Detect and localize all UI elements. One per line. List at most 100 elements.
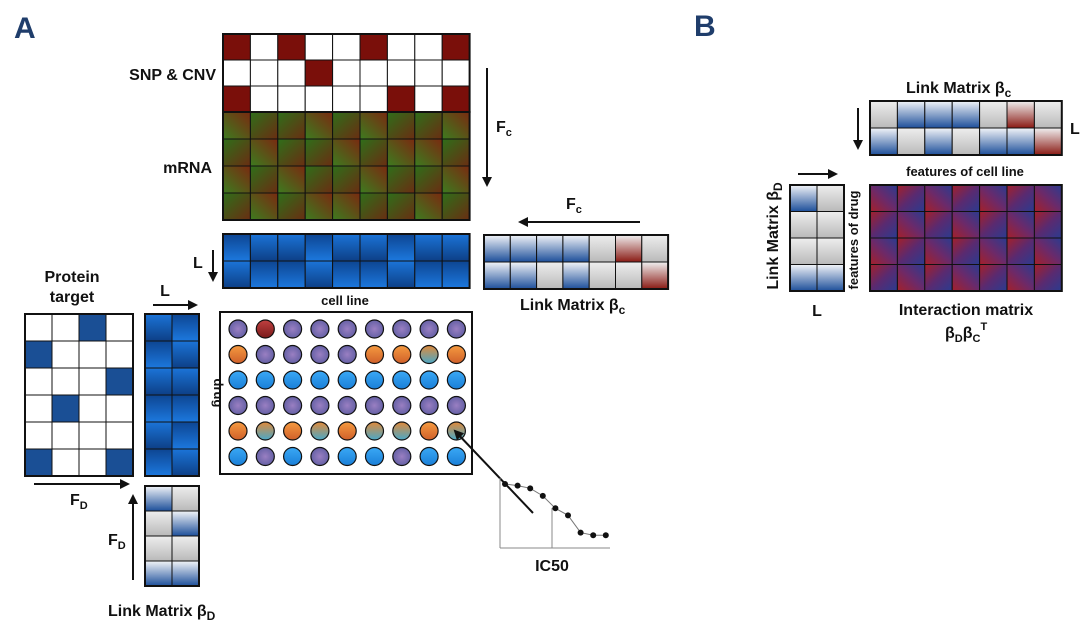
drug-response-dot [255,395,275,416]
drug-latent-cell [144,448,173,477]
cell-line-latent-cell [249,260,279,289]
drug-response-dot [337,421,357,441]
cell-line-latent-cell [304,233,334,262]
mrna-cell [249,165,279,194]
ic50-point [552,505,559,512]
link-c-a-cell [509,234,538,263]
link-c-b-cell [951,100,981,129]
link-matrix-c-a [483,234,670,290]
ic50-point [502,481,508,487]
protein-cell [78,340,107,369]
drug-response-dot [337,344,357,365]
interaction-cell [979,184,1008,212]
link-d-b-cell-border [789,184,845,292]
l-label-b1: L [1070,121,1080,138]
link-c-a-cell [483,234,511,263]
drug-latent-cell [171,340,200,369]
mrna-cell [277,165,306,194]
interaction-cell [951,184,981,212]
mrna-cell [222,111,251,140]
ic50-point [565,512,571,519]
link-c-a-cell [615,234,643,263]
interaction-cell [924,237,953,265]
snp-cell [222,85,251,113]
interaction-cell [896,211,926,239]
drug-response-dot [337,319,357,339]
interaction-cell [1033,237,1063,265]
mrna-cell [359,138,388,167]
link-c-a-cell-border [483,234,670,290]
protein-cell [51,394,80,423]
snp-cell [386,85,416,113]
link-matrix-c-a-label: Link Matrix βc [520,297,626,317]
drug-response-dot [446,370,466,390]
mrna-cell [222,192,251,221]
drug-response-dot [392,344,412,365]
protein-cell [24,367,53,396]
mrna-matrix [222,111,471,221]
protein-cell [24,313,53,342]
protein-cell [105,340,134,369]
link-d-b-cell [816,211,845,239]
interaction-cell [1033,184,1063,212]
mrna-cell [222,138,251,167]
link-c-b-cell [896,100,926,129]
drug-response-dot [283,344,303,365]
snp-cell [304,33,334,61]
drug-response-dot [310,370,330,390]
link-c-b-cell [1006,127,1035,156]
ic50-point [514,482,521,489]
ic50-pointer-arrow [453,429,534,514]
drug-response-dot [228,344,248,365]
interaction-cell [1006,264,1035,292]
link-matrix-d-b [789,184,845,292]
snp-cell [441,59,471,87]
drug-latent-cell-border [144,313,200,477]
drug-response-dot [228,319,248,339]
mrna-cell [386,192,416,221]
drug-response-dot [392,370,412,390]
link-d-a-cell [171,485,200,512]
link-c-a-cell [483,261,511,290]
interaction-cell [1033,264,1063,292]
link-c-b-cell [951,127,981,156]
protein-cell [24,394,53,423]
protein-cell [24,448,53,477]
mrna-cell [359,111,388,140]
snp-cell [359,59,388,87]
link-c-a-cell [588,261,617,290]
protein-cell [51,367,80,396]
snp-cell [304,59,334,87]
mrna-cell [277,138,306,167]
protein-cell [105,448,134,477]
drug-response-dot [364,370,385,390]
drug-response-dot [283,319,303,339]
link-d-b-cell [789,211,818,239]
mrna-cell [386,111,416,140]
cell-line-latent-cell [441,233,471,262]
protein-cell [105,313,134,342]
drug-latent-cell [144,313,173,342]
drug-response-dot [446,319,466,339]
snp-cell [249,85,279,113]
l-label-b2: L [812,303,822,320]
drug-response-dot [255,446,275,467]
link-c-a-cell [536,234,564,263]
link-c-b-cell [924,100,953,129]
protein-cell [105,421,134,450]
mrna-cell [277,111,306,140]
drug-response-dot [337,370,357,390]
fd-label-a2: FD [108,532,126,552]
ic50-point [590,532,597,539]
interaction-cell [1006,184,1035,212]
cell-line-latent-cell [222,233,251,262]
link-d-b-cell [816,237,845,265]
link-d-a-cell [171,560,200,587]
protein-cell [105,367,134,396]
cell-line-latent-cell [249,233,279,262]
cell-line-latent-cell [359,233,388,262]
cell-line-latent-matrix [222,233,471,289]
mrna-cell [441,165,471,194]
mrna-cell [414,192,443,221]
link-c-a-cell [562,261,590,290]
